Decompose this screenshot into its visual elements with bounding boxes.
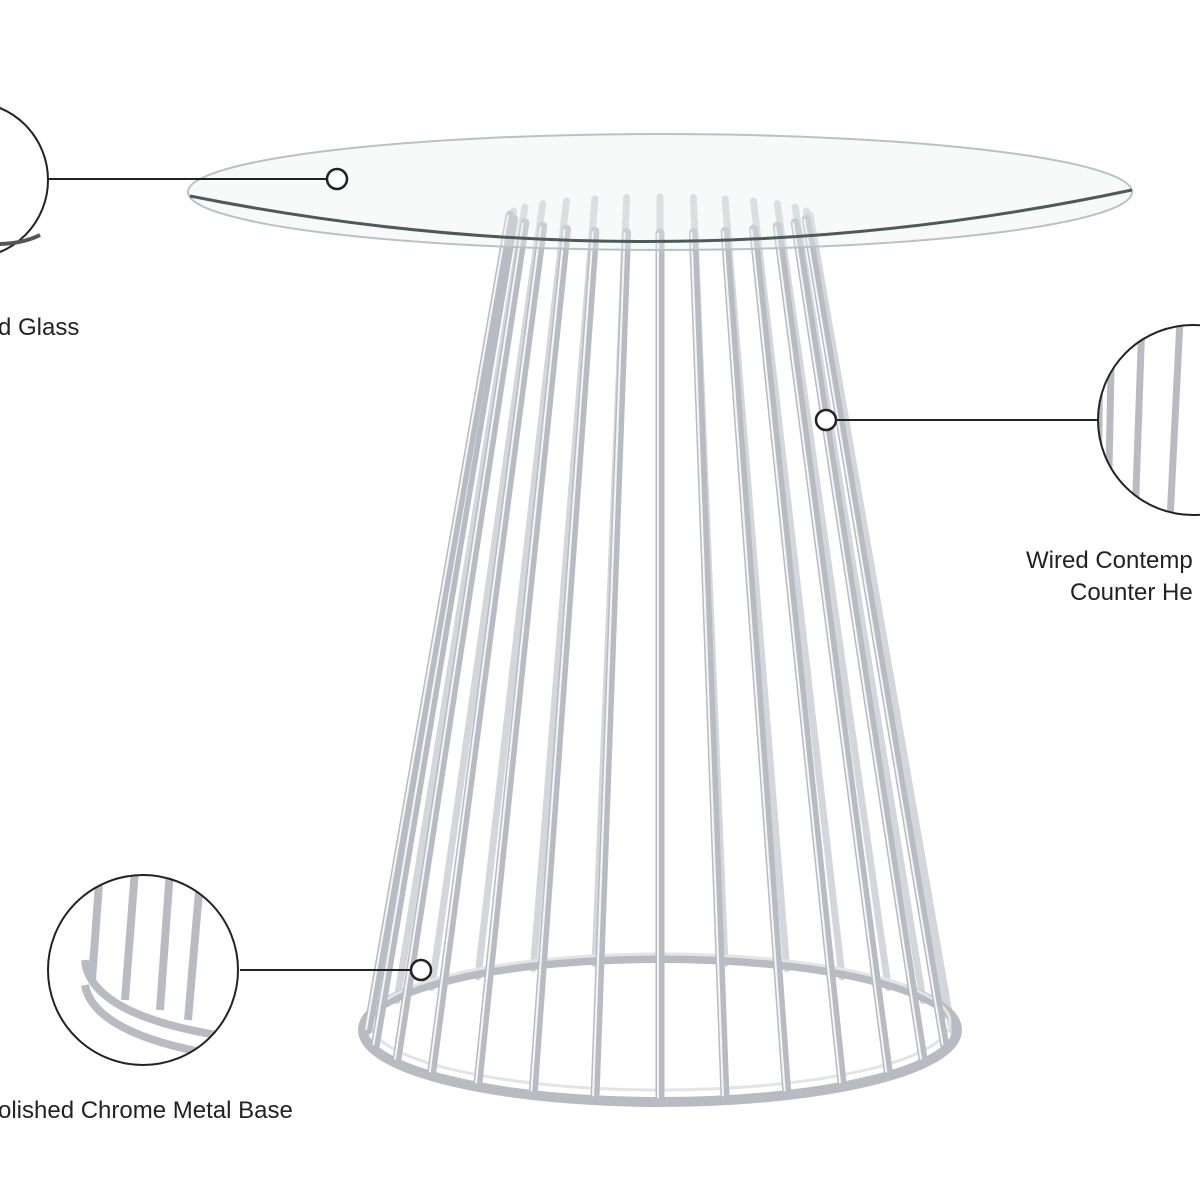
base-rod-highlight (803, 218, 944, 1046)
callout-dot-base (409, 958, 433, 982)
callout-dot-glass (325, 167, 349, 191)
base-rod (427, 221, 548, 1077)
base-rod-highlight (365, 214, 509, 1031)
callout-glass (0, 106, 349, 254)
zoom-circle-glass (0, 106, 49, 254)
base-rod (363, 210, 515, 1035)
base-rod (790, 218, 928, 1065)
callout-label-wired-line2: Counter He (1070, 579, 1193, 606)
base-rod (749, 224, 847, 1088)
base-rod (688, 228, 730, 1101)
base-rod (720, 226, 792, 1096)
glass-top (187, 133, 1133, 251)
base-rod (801, 214, 950, 1050)
base-rod (473, 224, 571, 1088)
base-rod-highlight (474, 228, 566, 1084)
base-rods-front (363, 210, 950, 1103)
base-rod-highlight (530, 231, 594, 1092)
glass-edge (189, 188, 1133, 244)
callout-label-glass: d Glass (0, 314, 80, 341)
callout-label-base: olished Chrome Metal Base (0, 1097, 293, 1124)
callout-wired (814, 324, 1200, 516)
base-rod-highlight (428, 226, 542, 1073)
callout-base (47, 874, 433, 1066)
base-rod (528, 226, 600, 1096)
base-rod-highlight (690, 232, 724, 1097)
base-rod-highlight (750, 228, 842, 1084)
base-rod (392, 218, 530, 1065)
callout-dot-wired (814, 408, 838, 432)
base-rod-highlight (393, 222, 524, 1060)
base-rod (590, 228, 632, 1101)
base-rod-highlight (792, 222, 923, 1060)
base-rod-highlight (722, 231, 786, 1092)
base-rod (772, 221, 893, 1077)
base-rod-highlight (592, 232, 626, 1097)
base-rod (370, 214, 519, 1050)
callout-label-wired-line1: Wired Contemp (1026, 547, 1193, 574)
base-rod-highlight (774, 226, 888, 1073)
